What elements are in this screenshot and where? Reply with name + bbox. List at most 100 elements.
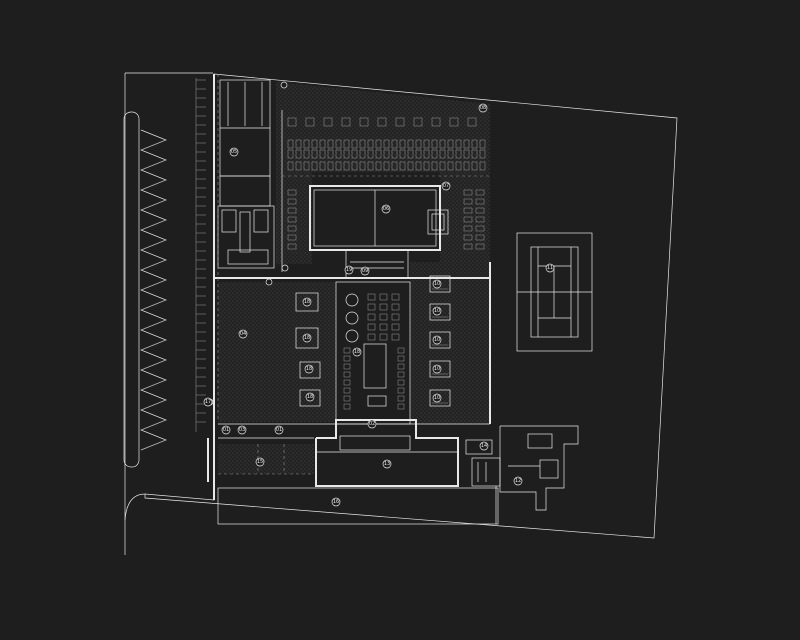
sun-lounger (335, 149, 342, 159)
sun-lounger (399, 149, 406, 159)
tag-18d: 18 (305, 392, 315, 402)
cabana (429, 303, 451, 321)
sun-lounger (287, 139, 294, 149)
dining-table (391, 313, 400, 321)
parking-bay-divider (140, 419, 167, 431)
bar-stool (343, 363, 351, 370)
tag-10c-label: 10 (434, 337, 440, 343)
bar-stool (397, 355, 405, 362)
sun-lounger (351, 139, 358, 149)
sun-lounger (391, 139, 398, 149)
sun-lounger (335, 139, 342, 149)
sun-lounger-rows (281, 110, 490, 272)
restaurant-interior (335, 281, 411, 425)
parking-bays (140, 129, 167, 451)
sun-lounger (367, 139, 374, 149)
sun-lounger (399, 139, 406, 149)
sun-lounger (455, 149, 462, 159)
sun-lounger (327, 149, 334, 159)
sun-lounger (295, 139, 302, 149)
dining-table (379, 313, 388, 321)
sun-lounger (305, 117, 315, 127)
bar-stool (397, 379, 405, 386)
dining-table (391, 303, 400, 311)
tag-03-label: 03 (239, 427, 245, 433)
cabana (429, 360, 451, 378)
bar-stool (343, 371, 351, 378)
sun-lounger (415, 149, 422, 159)
bar-stool (343, 355, 351, 362)
sun-lounger (463, 225, 473, 232)
sun-lounger (449, 117, 459, 127)
tag-05: 05 (229, 147, 239, 157)
sun-lounger (475, 207, 485, 214)
sun-lounger (335, 161, 342, 171)
bar-stool (343, 379, 351, 386)
sun-lounger (327, 139, 334, 149)
tag-14: 14 (479, 441, 489, 451)
cabana (429, 275, 451, 293)
sun-lounger (295, 149, 302, 159)
parking-bay-divider (140, 219, 167, 231)
bar-stool (397, 395, 405, 402)
sun-lounger (407, 149, 414, 159)
sun-lounger (455, 161, 462, 171)
tag-11-label: 11 (547, 265, 553, 271)
sun-lounger (463, 161, 470, 171)
sun-lounger (359, 161, 366, 171)
dining-table (367, 333, 376, 341)
tag-18a: 18 (302, 297, 312, 307)
sun-lounger (375, 149, 382, 159)
sun-lounger (447, 149, 454, 159)
tag-01-label: 01 (223, 427, 229, 433)
drop-off-zone (217, 486, 499, 525)
sun-lounger (341, 117, 351, 127)
sun-lounger (463, 243, 473, 250)
parking-bay-divider (140, 259, 167, 271)
tag-03: 03 (237, 425, 247, 435)
tag-10d-label: 10 (434, 366, 440, 372)
tag-08-label: 08 (480, 105, 486, 111)
sun-lounger (351, 149, 358, 159)
tag-16: 16 (331, 497, 341, 507)
sun-lounger (475, 243, 485, 250)
tag-18c: 18 (304, 364, 314, 374)
bar-stool (397, 347, 405, 354)
sun-lounger (311, 139, 318, 149)
pool-steps (345, 249, 409, 279)
tag-18c-label: 18 (306, 366, 312, 372)
sun-lounger (287, 117, 297, 127)
tag-02-label: 02 (369, 421, 375, 427)
dining-table (367, 303, 376, 311)
tag-10a-label: 10 (434, 281, 440, 287)
sun-lounger (343, 139, 350, 149)
tag-15: 15 (255, 457, 265, 467)
tag-07: 07 (441, 181, 451, 191)
parking-bay-divider (140, 299, 167, 311)
parking-bay-divider (140, 279, 167, 291)
sun-lounger (311, 161, 318, 171)
parking-bay-divider (140, 199, 167, 211)
parking-bay-divider (140, 139, 167, 151)
sun-lounger (359, 117, 369, 127)
sun-lounger (463, 234, 473, 241)
sun-lounger (343, 161, 350, 171)
round-table (345, 293, 359, 307)
sun-lounger (475, 198, 485, 205)
sun-lounger (431, 139, 438, 149)
sun-lounger (463, 149, 470, 159)
dining-table (391, 293, 400, 301)
tag-07-label: 07 (443, 183, 449, 189)
cabana (429, 331, 451, 349)
sun-lounger (431, 161, 438, 171)
bar-stool (397, 371, 405, 378)
dining-cabanas (429, 275, 451, 407)
cabana (429, 389, 451, 407)
sun-lounger (439, 161, 446, 171)
sun-lounger (287, 198, 297, 205)
sun-lounger (423, 161, 430, 171)
dining-table (367, 323, 376, 331)
sun-lounger (463, 139, 470, 149)
tag-12-label: 12 (515, 478, 521, 484)
